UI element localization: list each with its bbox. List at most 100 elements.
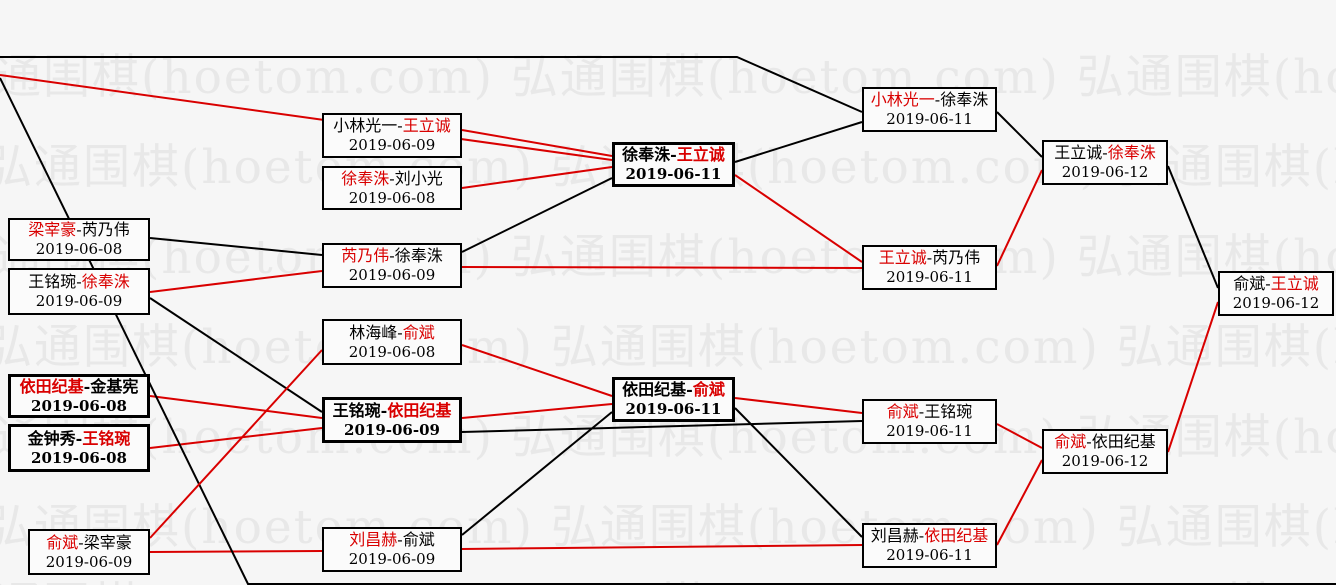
player-name: 芮乃伟 <box>932 248 981 268</box>
player-name: 俞斌 <box>692 380 725 400</box>
match-date: 2019-06-11 <box>886 422 973 441</box>
player-name: 依田纪基 <box>924 526 989 546</box>
player-separator: - <box>926 248 933 268</box>
player-separator: - <box>670 145 677 165</box>
bracket-line-red <box>0 74 613 161</box>
bracket-line-black <box>734 121 863 163</box>
player-separator: - <box>1102 143 1108 163</box>
player-separator: - <box>686 380 693 400</box>
bracket-line-red <box>734 174 863 263</box>
match-players: 徐奉洙-刘小光 <box>324 169 460 189</box>
player-name: 王铭琬 <box>924 402 973 422</box>
player-name: 王立诚 <box>676 145 725 165</box>
player-name: 徐奉洙 <box>940 90 989 110</box>
player-name: 依田纪基 <box>387 400 452 420</box>
match-players: 俞斌-王铭琬 <box>864 402 995 422</box>
bracket-line-red <box>149 349 323 539</box>
match-date: 2019-06-08 <box>31 448 127 467</box>
player-separator: - <box>397 530 403 550</box>
match-players: 依田纪基-俞斌 <box>615 380 732 400</box>
player-name: 刘昌赫 <box>349 530 398 550</box>
match-date: 2019-06-12 <box>1061 163 1149 182</box>
match-players: 小林光一-王立诚 <box>324 116 460 136</box>
match-date: 2019-06-08 <box>348 342 436 361</box>
player-name: 俞斌 <box>46 532 79 552</box>
match-players: 金钟秀-王铭琬 <box>11 429 147 449</box>
player-name: 俞斌 <box>1233 274 1266 294</box>
match-players: 王立诚-芮乃伟 <box>864 248 995 268</box>
player-name: 王立诚 <box>1270 274 1319 294</box>
player-separator: - <box>397 116 403 136</box>
bracket-line-black <box>461 411 613 536</box>
player-separator: - <box>397 322 403 342</box>
match-players: 林海峰-俞斌 <box>324 323 460 343</box>
player-name: 金钟秀 <box>27 428 76 448</box>
player-name: 小林光一 <box>333 116 398 136</box>
player-name: 依田纪基 <box>19 376 84 396</box>
bracket-line-red <box>461 403 613 419</box>
watermark-text: 弘通围棋(hoetom.com) 弘通围棋(hoetom.com) 弘通围棋(h… <box>0 566 1336 585</box>
player-separator: - <box>918 526 925 546</box>
player-name: 王立诚 <box>402 116 451 136</box>
bracket-line-black <box>461 177 613 253</box>
match-players: 依田纪基-金基宪 <box>11 377 147 397</box>
bracket-line-red <box>461 266 863 269</box>
player-name: 徐奉洙 <box>81 272 130 292</box>
match-date: 2019-06-08 <box>35 240 123 259</box>
player-name: 芮乃伟 <box>81 220 130 240</box>
player-separator: - <box>76 272 82 292</box>
match-date: 2019-06-09 <box>45 552 133 571</box>
player-name: 俞斌 <box>886 402 919 422</box>
watermark-text: 弘通围棋(hoetom.com) 弘通围棋(hoetom.com) 弘通围棋(h… <box>0 320 1336 375</box>
player-name: 徐奉洙 <box>341 168 390 188</box>
bracket-line-red <box>734 397 863 414</box>
bracket-line-red <box>461 129 613 157</box>
match-date: 2019-06-11 <box>625 165 722 184</box>
player-name: 俞斌 <box>402 322 435 342</box>
match-players: 俞斌-梁宰豪 <box>30 533 148 553</box>
match-players: 小林光一-徐奉洙 <box>864 90 995 110</box>
match-date: 2019-06-08 <box>31 396 127 415</box>
player-name: 林海峰 <box>349 322 398 342</box>
player-name: 刘昌赫 <box>870 526 919 546</box>
player-separator: - <box>83 376 91 396</box>
match-date: 2019-06-09 <box>35 292 123 311</box>
player-name: 徐奉洙 <box>394 246 443 266</box>
match-date: 2019-06-08 <box>348 188 436 207</box>
bracket-line-black <box>461 420 863 433</box>
bracket-line-black <box>734 407 863 538</box>
player-separator: - <box>389 168 395 188</box>
player-separator: - <box>934 90 941 110</box>
bracket-line-red <box>149 270 323 293</box>
match-players: 刘昌赫-依田纪基 <box>864 526 995 546</box>
player-separator: - <box>1086 432 1092 452</box>
player-name: 芮乃伟 <box>341 246 390 266</box>
match-players: 梁宰豪-芮乃伟 <box>10 220 148 240</box>
watermark-text: 弘通围棋(hoetom.com) 弘通围棋(hoetom.com) 弘通围棋(h… <box>0 50 1336 105</box>
match-players: 俞斌-依田纪基 <box>1044 432 1166 452</box>
player-name: 俞斌 <box>402 530 435 550</box>
match-players: 王立诚-徐奉洙 <box>1044 143 1166 163</box>
